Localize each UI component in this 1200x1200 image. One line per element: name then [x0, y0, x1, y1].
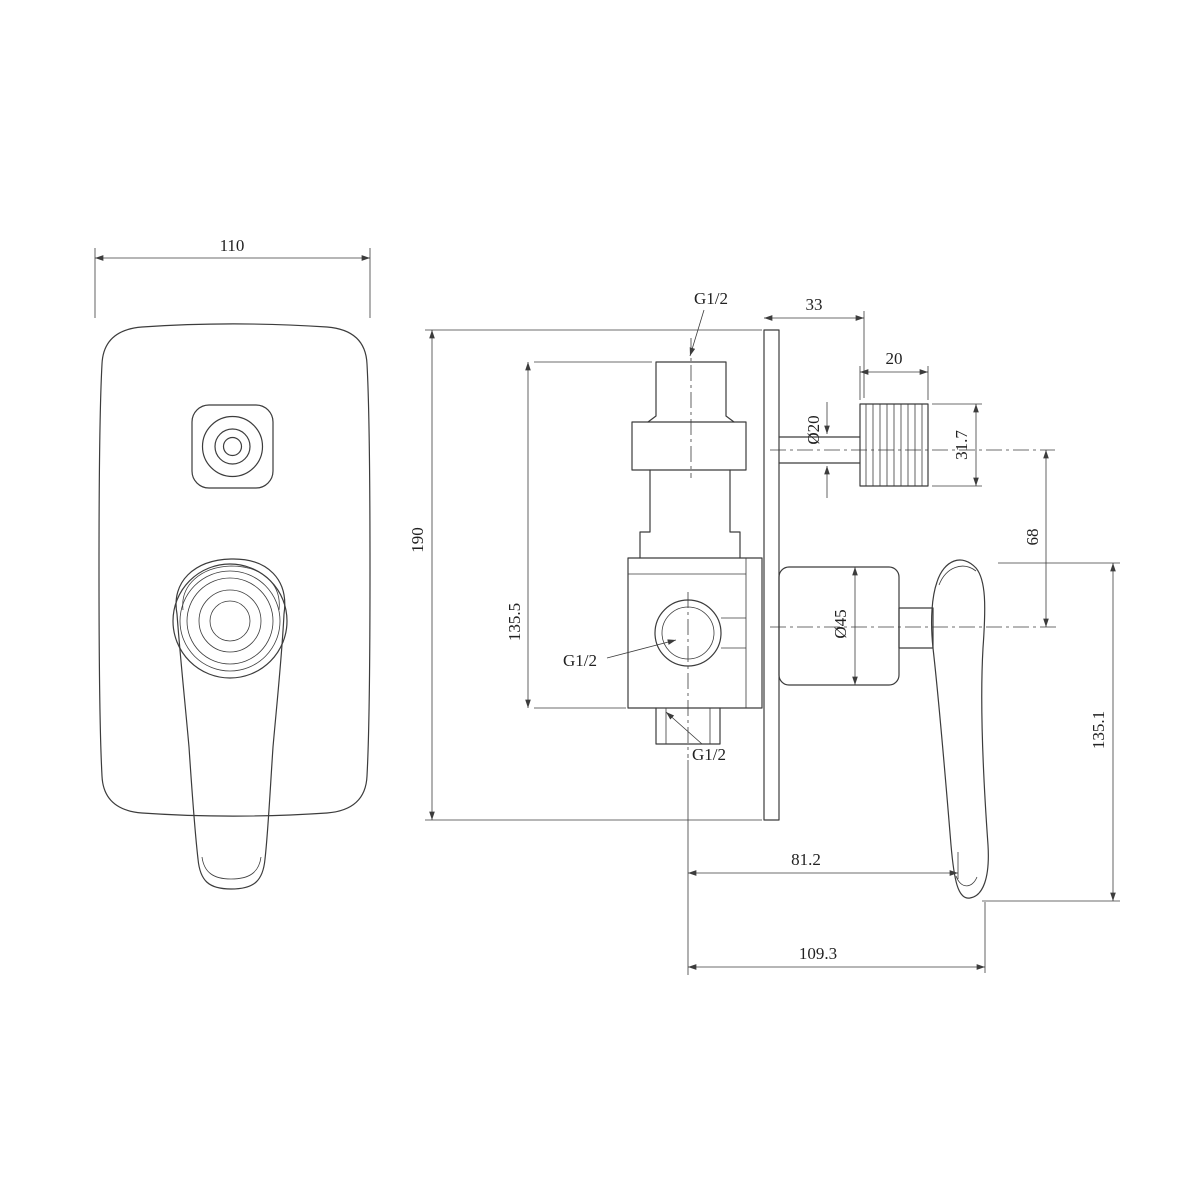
dim-outlet-diameter: Ø20	[804, 402, 830, 498]
button-center	[222, 436, 243, 457]
housing-outline	[627, 557, 763, 709]
escutcheon-ring-2	[179, 570, 281, 672]
handle-outline	[175, 558, 286, 890]
dim-plate-to-outlet: 33	[764, 295, 865, 398]
diverter-button	[191, 404, 274, 489]
hub-ring	[198, 589, 262, 653]
dim-plate-width: 110	[94, 236, 371, 318]
dim-ext-lines	[94, 248, 371, 318]
inlet-port-inner-circle	[661, 606, 715, 660]
lever-tip-detail	[955, 875, 978, 887]
dim-knob-length: 20	[859, 349, 929, 400]
dim-knob-diameter-label: 31.7	[952, 430, 971, 460]
dim-port-offset: 68	[1023, 450, 1049, 627]
dim-outlet-diameter-label: Ø20	[804, 415, 823, 444]
dim-cartridge-height: 135.5	[505, 361, 652, 709]
button-plate	[191, 404, 274, 489]
dim-cartridge-height-label: 135.5	[505, 603, 524, 641]
dim-overall-depth: 109.3	[688, 902, 986, 973]
dim-escutcheon-diameter-label: Ø45	[831, 609, 850, 638]
dim-plate-to-outlet-label: 33	[806, 295, 823, 314]
handle-grip-detail	[182, 565, 280, 611]
inlet-port-thread-label: G1/2	[563, 651, 597, 670]
inlet-port-circle	[654, 599, 722, 667]
dim-handle-length: 135.1	[982, 562, 1120, 902]
valve-upper-body	[631, 361, 747, 559]
leader-line	[606, 639, 677, 659]
top-pipe	[647, 361, 735, 423]
valve-housing	[627, 557, 763, 745]
dim-knob-diameter: 31.7	[932, 403, 982, 487]
escutcheon-outer-circle	[172, 563, 288, 679]
dim-overall-depth-label: 109.3	[799, 944, 837, 963]
outlet-stub	[778, 436, 861, 464]
knob-knurling	[865, 404, 923, 486]
centerlines	[687, 338, 1058, 758]
side-view: 190 135.5	[408, 289, 1120, 975]
dim-port-offset-label: 68	[1023, 529, 1042, 546]
wall-flange-plate	[763, 329, 780, 821]
leader-line	[665, 711, 703, 745]
front-view: 110	[94, 236, 371, 890]
bottom-stub	[655, 707, 721, 745]
dim-overall-height-label: 190	[408, 527, 427, 553]
dim-ext-lines	[982, 562, 1120, 902]
leader-bottom-port: G1/2	[665, 711, 726, 764]
dim-handle-length-label: 135.1	[1089, 711, 1108, 749]
top-port-thread-label: G1/2	[694, 289, 728, 308]
button-outer-ring	[201, 415, 264, 478]
dim-ext-lines	[687, 760, 959, 975]
leader-inlet-port: G1/2	[563, 639, 677, 670]
dim-knob-length-label: 20	[886, 349, 903, 368]
dim-ext-lines	[534, 361, 652, 709]
dim-overall-height: 190	[408, 329, 762, 821]
handle-stem	[898, 607, 934, 649]
bottom-port-thread-label: G1/2	[692, 745, 726, 764]
top-collar	[631, 421, 747, 471]
dim-ext-lines	[425, 329, 762, 821]
dim-plate-width-label: 110	[220, 236, 245, 255]
housing-inner-lines	[628, 558, 747, 708]
neck	[639, 469, 741, 559]
dim-center-to-escutcheon-label: 81.2	[791, 850, 821, 869]
lever-top-detail	[938, 565, 977, 586]
button-mid-ring	[214, 428, 251, 465]
handle-front	[172, 558, 288, 890]
handle-tip-detail	[201, 856, 262, 880]
lever-blade	[930, 559, 989, 899]
handle-side	[778, 559, 989, 899]
leader-line	[689, 309, 705, 357]
hub-center	[209, 600, 251, 642]
cover-plate-outline	[98, 323, 371, 817]
top-outlet	[778, 403, 929, 487]
leader-top-port: G1/2	[689, 289, 728, 357]
dim-center-to-escutcheon: 81.2	[687, 760, 959, 975]
dim-ext-lines	[859, 366, 929, 400]
escutcheon-ring-3	[186, 577, 274, 665]
dim-escutcheon-diameter: Ø45	[831, 567, 858, 685]
